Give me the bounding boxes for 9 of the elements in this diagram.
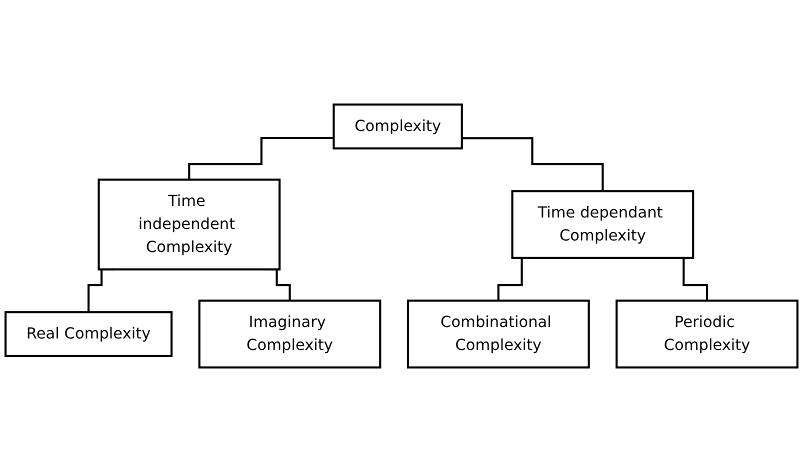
node-box: Periodic Complexity	[616, 300, 798, 368]
connector	[188, 136, 334, 181]
node-box: Complexity	[332, 104, 463, 150]
node-box: Combinational Complexity	[406, 300, 590, 368]
node-box: Time dependant Complexity	[511, 190, 694, 259]
connector	[462, 137, 604, 192]
node-box: Real Complexity	[4, 311, 173, 357]
node-box: Imaginary Complexity	[198, 300, 382, 368]
node-box: Time independent Complexity	[98, 178, 281, 270]
